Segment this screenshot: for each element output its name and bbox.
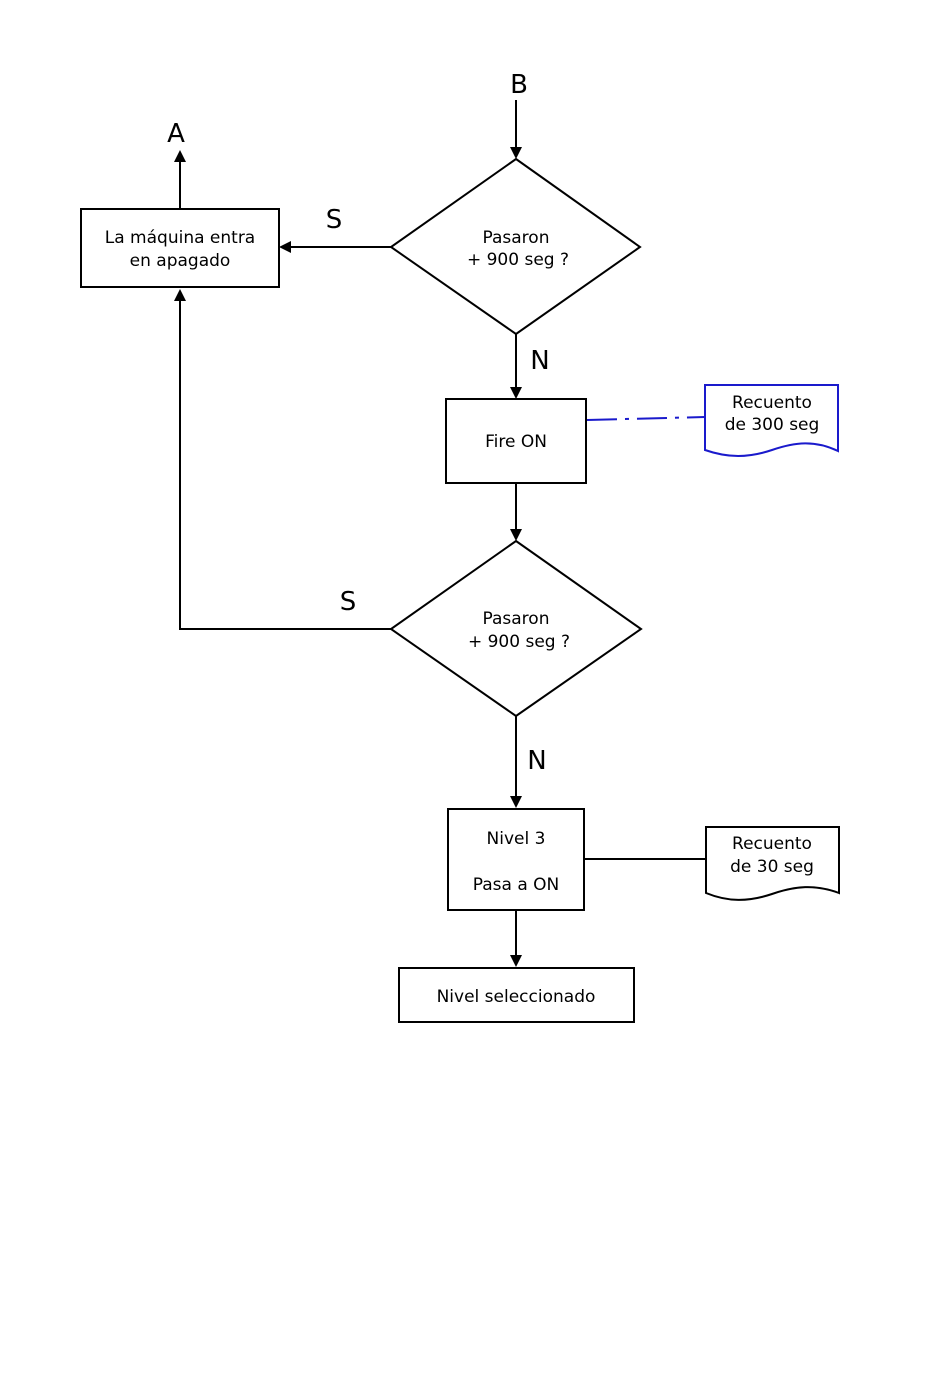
connector-a-label: A <box>167 119 185 149</box>
note-30-line2: de 30 seg <box>730 857 814 877</box>
arrow-decision2-yes <box>180 291 391 629</box>
shutdown-process-box: La máquina entra en apagado <box>81 209 279 287</box>
note-300-line2: de 300 seg <box>725 415 820 435</box>
decision-2-line1: Pasaron <box>483 609 550 629</box>
level3-process-box: Nivel 3 Pasa a ON <box>448 809 584 910</box>
decision-2-no-label: N <box>527 746 546 776</box>
note-30-line1: Recuento <box>732 834 812 854</box>
decision-2-yes-label: S <box>340 587 357 617</box>
shutdown-line1: La máquina entra <box>105 228 255 248</box>
decision-1-line1: Pasaron <box>483 228 550 248</box>
level-selected-box: Nivel seleccionado <box>399 968 634 1022</box>
decision-1-yes-label: S <box>326 205 343 235</box>
fire-on-process-box: Fire ON <box>446 399 586 483</box>
decision-2-line2: + 900 seg ? <box>468 632 570 652</box>
note-300-line1: Recuento <box>732 393 812 413</box>
decision-1-diamond: Pasaron + 900 seg ? <box>391 159 640 334</box>
decision-2-diamond: Pasaron + 900 seg ? <box>391 541 641 716</box>
fire-on-label: Fire ON <box>485 432 547 452</box>
shutdown-line2: en apagado <box>130 251 231 271</box>
level3-line2: Pasa a ON <box>473 875 560 895</box>
decision-1-line2: + 900 seg ? <box>467 250 569 270</box>
connector-b-label: B <box>510 70 528 100</box>
dashdot-link-fire-to-note300 <box>587 417 705 420</box>
note-300-seg: Recuento de 300 seg <box>705 385 838 456</box>
note-30-seg: Recuento de 30 seg <box>706 827 839 900</box>
level3-line1: Nivel 3 <box>487 829 546 849</box>
level-selected-label: Nivel seleccionado <box>437 987 596 1007</box>
decision-1-no-label: N <box>530 346 549 376</box>
